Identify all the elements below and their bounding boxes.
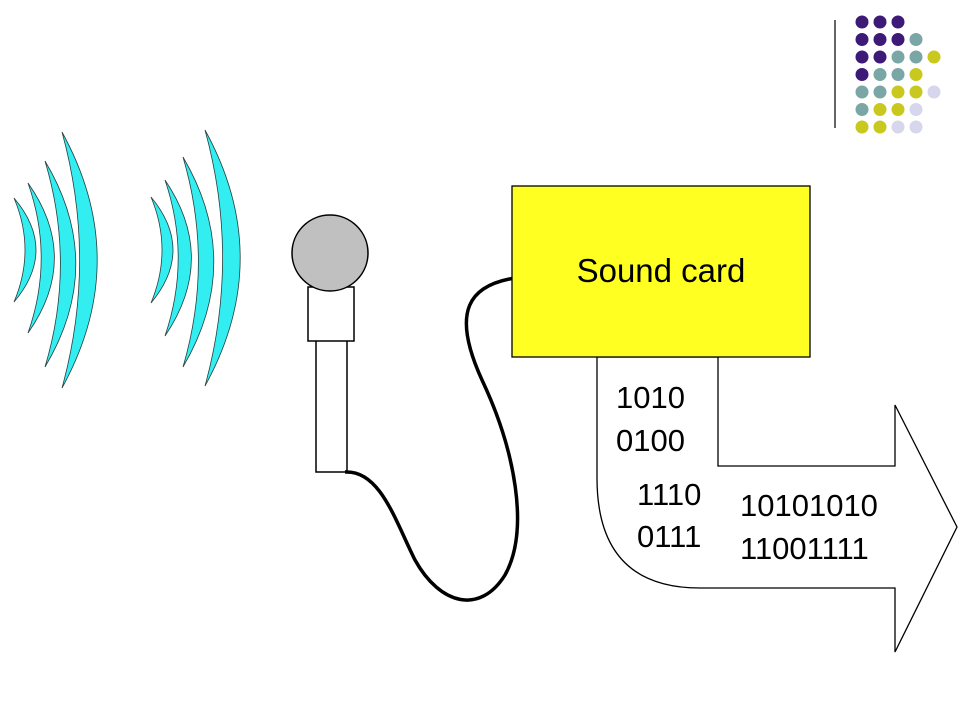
- decorative-dot: [873, 50, 887, 64]
- data-flow-arrow: [596, 356, 958, 653]
- decorative-dot: [891, 68, 905, 81]
- sound-wave-arc: [150, 196, 174, 304]
- decorative-dot: [909, 50, 923, 64]
- binary-right-line-1: 10101010: [740, 488, 878, 523]
- decorative-dot: [855, 103, 869, 116]
- microphone-neck: [307, 286, 355, 342]
- decorative-dot: [873, 15, 887, 29]
- decorative-dot: [873, 85, 887, 99]
- decorative-dot: [909, 103, 923, 116]
- decorative-dot: [909, 68, 923, 81]
- decorative-dot: [909, 120, 923, 134]
- microphone-handle: [315, 339, 348, 473]
- microphone: [291, 214, 369, 473]
- decorative-dot: [891, 120, 905, 134]
- sound-wave-arc: [61, 131, 98, 389]
- binary-upper-line-2: 0100: [616, 423, 685, 458]
- binary-middle-line-1: 1110: [637, 477, 701, 512]
- sound-wave-arc: [27, 182, 55, 334]
- microphone-cable: [344, 276, 520, 602]
- decorative-dot: [855, 120, 869, 134]
- binary-upper-line-1: 1010: [616, 380, 685, 415]
- decorative-dot: [855, 68, 869, 81]
- decorative-dot: [909, 85, 923, 99]
- microphone-head: [291, 214, 369, 292]
- sound-wave-arc: [182, 156, 215, 368]
- decorative-dot: [909, 33, 923, 46]
- decorative-dot: [891, 15, 905, 29]
- decorative-dot: [873, 68, 887, 81]
- sound-wave-arc: [13, 197, 37, 303]
- decorative-dot: [855, 50, 869, 64]
- binary-right-line-2: 11001111: [740, 531, 869, 566]
- decorative-dot: [873, 33, 887, 46]
- sound-wave-arc: [164, 179, 192, 337]
- sound-card-box: [511, 185, 811, 358]
- decorative-dot: [891, 85, 905, 99]
- decorative-dot: [891, 33, 905, 46]
- sound-wave-arc: [44, 160, 77, 368]
- decorative-dot: [855, 85, 869, 99]
- sound-card-label: Sound card: [577, 252, 746, 289]
- binary-middle-line-2: 0111: [637, 519, 701, 554]
- decorative-dot: [927, 85, 941, 99]
- decorative-dot: [855, 15, 869, 29]
- decorative-dot: [873, 103, 887, 116]
- decorative-dot: [855, 33, 869, 46]
- decorative-dot: [927, 50, 941, 64]
- decorative-dot: [873, 120, 887, 134]
- decorative-dot: [891, 50, 905, 64]
- sound-waves: [13, 129, 241, 389]
- sound-wave-arc: [204, 129, 241, 387]
- decorative-dot-grid: [855, 15, 941, 134]
- decorative-dot: [891, 103, 905, 116]
